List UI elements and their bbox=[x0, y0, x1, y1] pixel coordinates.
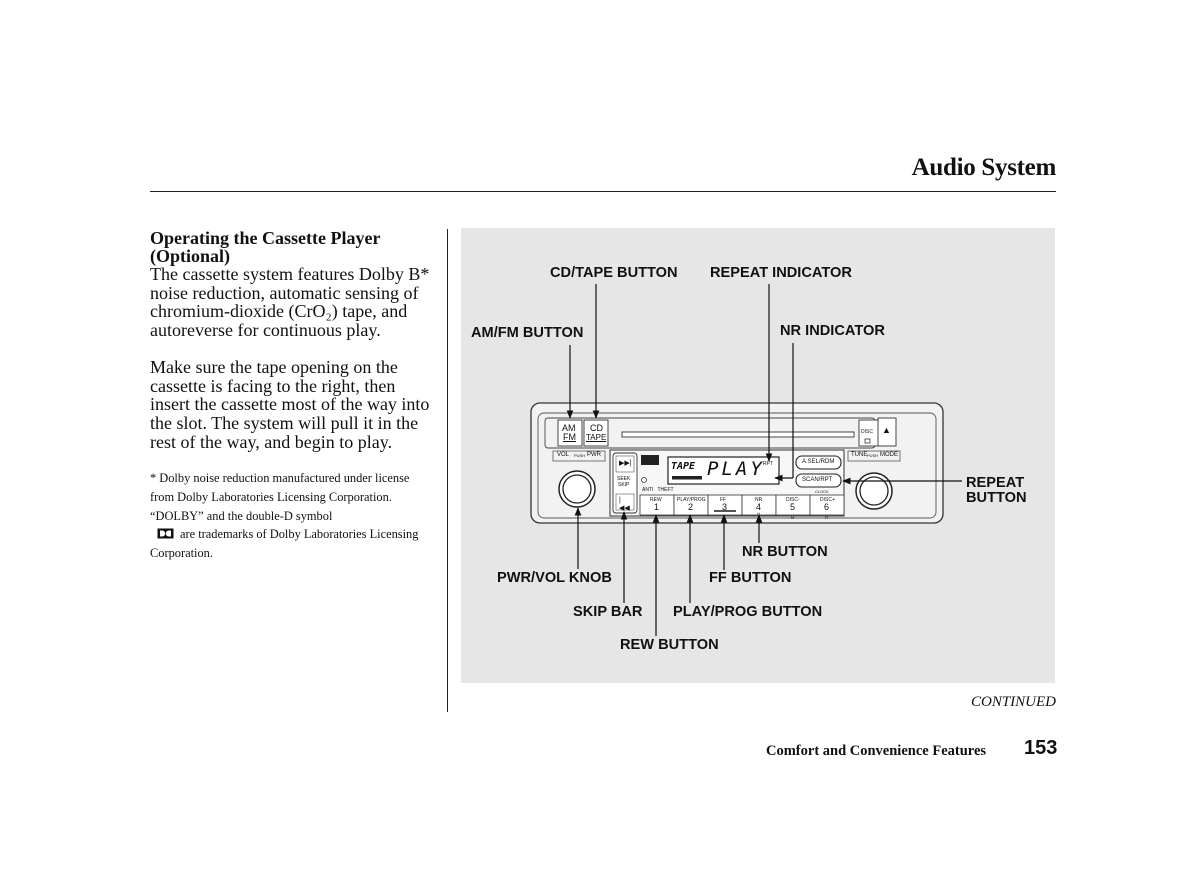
footnote-text-2: are trademarks of Dolby Laboratories Lic… bbox=[150, 527, 419, 561]
footnote-text-1: * Dolby noise reduction manufactured und… bbox=[150, 471, 410, 523]
tune-label: TUNE bbox=[851, 452, 868, 458]
text-column: Operating the Cassette Player (Optional)… bbox=[150, 229, 435, 563]
callout-nr-indicator: NR INDICATOR bbox=[780, 323, 885, 339]
tune-push-label: PUSH bbox=[867, 453, 879, 458]
callout-ff-button: FF BUTTON bbox=[709, 570, 792, 586]
pwr-label: PWR bbox=[587, 452, 601, 458]
callout-pwr-vol-knob: PWR/VOL KNOB bbox=[497, 570, 612, 586]
asel-rdm-button bbox=[795, 455, 842, 470]
title-rule bbox=[150, 191, 1056, 192]
seek-up-icon: ▶▶| bbox=[619, 460, 632, 467]
dolby-double-d-icon bbox=[157, 528, 174, 539]
vol-label-box bbox=[552, 450, 606, 462]
callout-repeat-indicator: REPEAT INDICATOR bbox=[710, 265, 852, 281]
preset-2-label: PLAY/PROG bbox=[677, 497, 706, 503]
display-play-text: PLAY bbox=[707, 458, 765, 480]
scan-rpt-label: SCAN/RPT bbox=[802, 477, 833, 483]
am-label: AM bbox=[562, 423, 576, 433]
page-number: 153 bbox=[1024, 737, 1058, 759]
cd-label: CD bbox=[590, 423, 603, 433]
preset-3-number: 3 bbox=[722, 502, 728, 512]
scan-rpt-button bbox=[795, 473, 842, 488]
preset-1-number: 1 bbox=[654, 502, 660, 512]
rpt-label: RPT bbox=[763, 461, 773, 467]
mode-label: MODE bbox=[880, 452, 898, 458]
callout-repeat-button-line2: BUTTON bbox=[966, 490, 1027, 506]
seek-label: SEEK bbox=[617, 476, 631, 482]
dolby-badge bbox=[641, 455, 659, 465]
intro-paragraph: The cassette system features Dolby B* no… bbox=[150, 264, 430, 341]
callout-play-prog-button: PLAY/PROG BUTTON bbox=[673, 604, 823, 620]
push-label: PUSH bbox=[574, 453, 586, 458]
disc-led bbox=[864, 438, 871, 444]
footer-section-name: Comfort and Convenience Features bbox=[766, 743, 987, 759]
dolby-footnote: * Dolby noise reduction manufactured und… bbox=[150, 469, 435, 563]
signal-bars bbox=[672, 476, 702, 480]
callout-nr-button: NR BUTTON bbox=[742, 544, 828, 560]
preset-4-label: NR bbox=[755, 497, 763, 503]
cd-tape-button bbox=[583, 419, 609, 447]
r-label: R bbox=[825, 515, 828, 520]
display-tape-text: TAPE bbox=[671, 461, 696, 472]
insert-paragraph: Make sure the tape opening on the casset… bbox=[150, 356, 430, 452]
anti-theft-led bbox=[641, 477, 647, 483]
callout-cd-tape-button: CD/TAPE BUTTON bbox=[550, 265, 678, 281]
column-divider bbox=[447, 229, 448, 712]
callout-rew-button: REW BUTTON bbox=[620, 637, 719, 653]
preset-3-label: FF bbox=[720, 497, 727, 503]
clock-label: CLOCK bbox=[815, 489, 829, 494]
callout-repeat-button-line1: REPEAT bbox=[966, 475, 1025, 491]
callout-am-fm-button: AM/FM BUTTON bbox=[471, 325, 584, 341]
cassette-slot bbox=[621, 431, 855, 438]
continued-label: CONTINUED bbox=[970, 694, 1056, 710]
tune-label-box bbox=[847, 450, 901, 462]
page-title: Audio System bbox=[911, 154, 1057, 181]
skip-label: SKIP bbox=[618, 482, 630, 488]
asel-rdm-label: A.SEL/RDM bbox=[802, 459, 835, 465]
anti-theft-label: ANTI THEFT bbox=[642, 487, 674, 493]
h-label: H bbox=[757, 511, 760, 516]
preset-2-number: 2 bbox=[688, 502, 694, 512]
vol-label: VOL bbox=[557, 452, 570, 458]
callout-skip-bar: SKIP BAR bbox=[573, 604, 643, 620]
m-label: M bbox=[791, 515, 795, 520]
disc-label: DISC bbox=[861, 429, 873, 435]
eject-button bbox=[877, 417, 897, 447]
eject-icon: ▲ bbox=[882, 425, 891, 435]
preset-1-label: REW bbox=[650, 497, 662, 503]
preset-row bbox=[639, 494, 845, 516]
preset-5-label: DISC- bbox=[786, 497, 800, 503]
section-heading: Operating the Cassette Player (Optional) bbox=[150, 228, 381, 266]
preset-6-label: DISC+ bbox=[820, 497, 835, 503]
preset-5-number: 5 bbox=[790, 502, 796, 512]
preset-4-number: 4 bbox=[756, 502, 762, 512]
am-fm-button bbox=[557, 419, 583, 447]
preset-6-number: 6 bbox=[824, 502, 830, 512]
tape-label: TAPE bbox=[586, 433, 607, 442]
unit-inner-panel bbox=[537, 412, 937, 519]
fm-label: FM bbox=[563, 432, 576, 442]
seek-down-icon: |◀◀ bbox=[619, 497, 630, 512]
